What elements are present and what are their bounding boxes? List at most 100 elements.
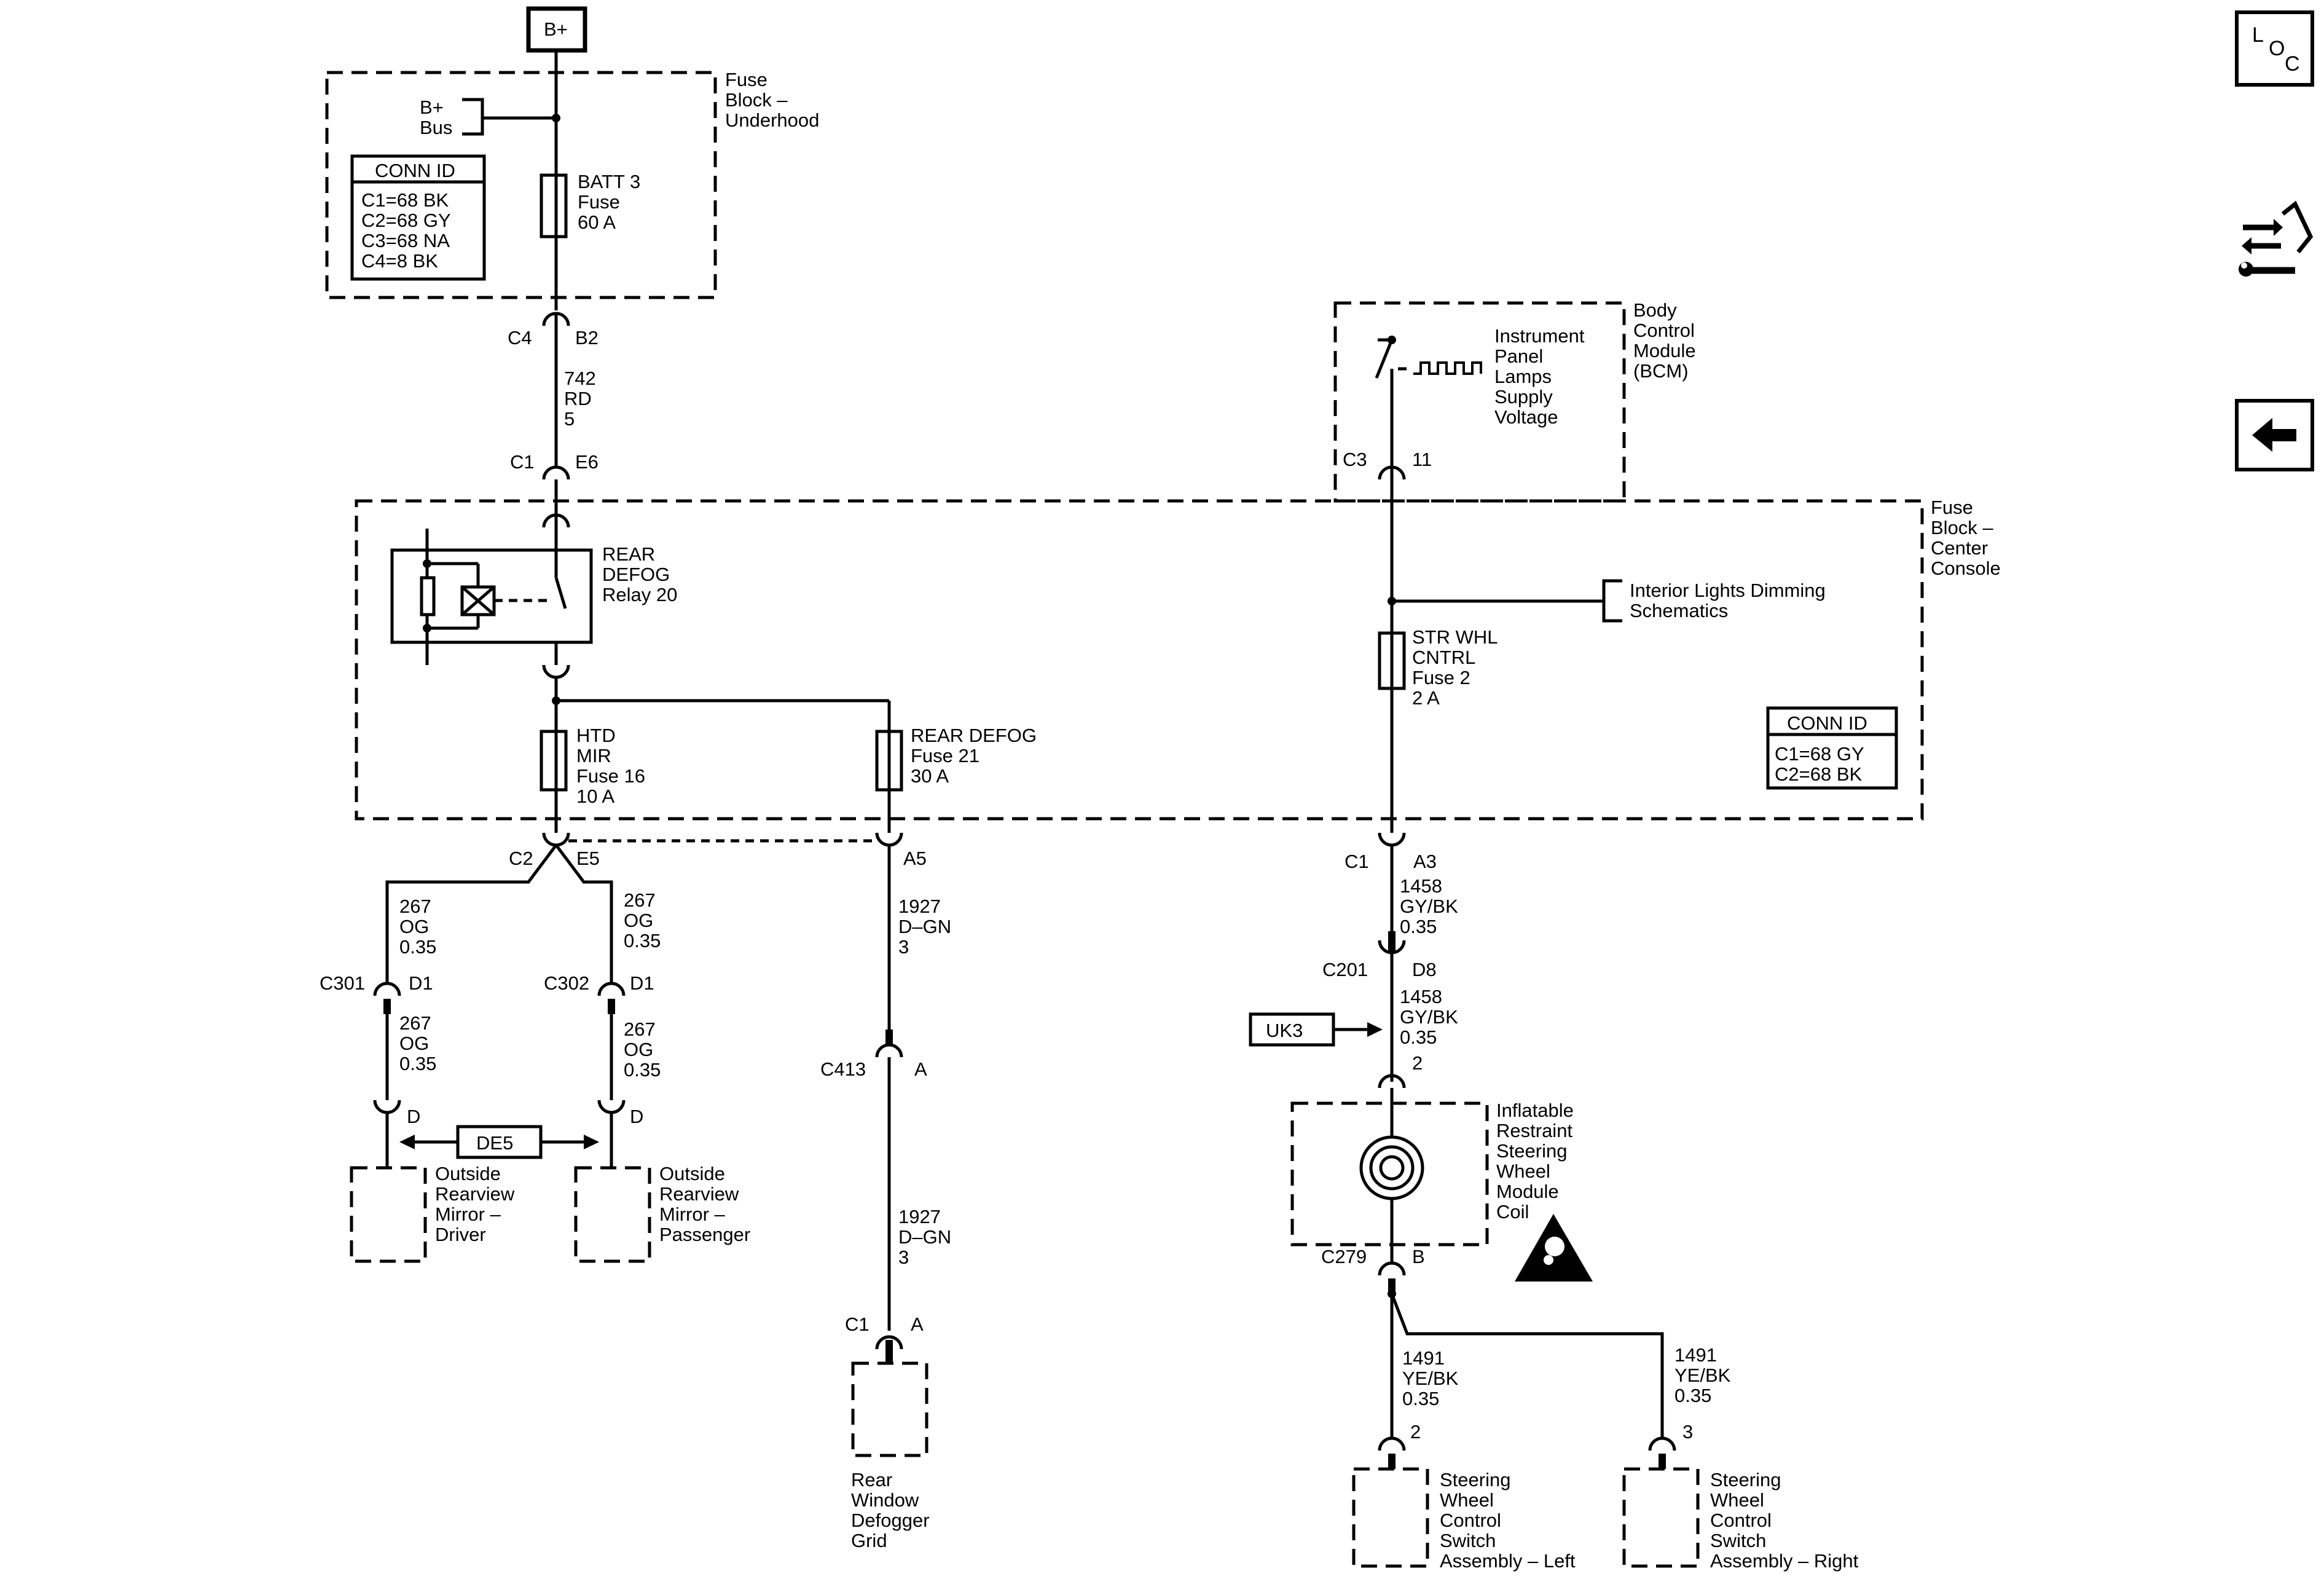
svg-text:0.35: 0.35 — [399, 936, 436, 958]
svg-text:Wheel: Wheel — [1496, 1160, 1550, 1182]
svg-text:Instrument: Instrument — [1494, 325, 1585, 347]
rear-defog-relay — [390, 529, 593, 665]
conn-c1-top-label: C1 — [510, 451, 535, 473]
connector-switch-right — [1648, 1436, 1676, 1451]
svg-text:Fuse 2: Fuse 2 — [1412, 667, 1470, 688]
svg-text:Relay 20: Relay 20 — [602, 584, 677, 605]
svg-text:3: 3 — [898, 936, 909, 958]
svg-text:267: 267 — [624, 1018, 656, 1040]
htd-mir-fuse-symbol — [540, 730, 568, 792]
str-whl-fuse-label: STR WHL CNTRL Fuse 2 2 A — [1412, 626, 1498, 709]
svg-text:Console: Console — [1931, 557, 2001, 579]
svg-text:CONN ID: CONN ID — [375, 160, 455, 181]
loc-button[interactable]: L O C — [2235, 10, 2314, 87]
svg-text:267: 267 — [399, 896, 431, 917]
connector-c301 — [373, 982, 401, 996]
svg-text:Panel: Panel — [1494, 345, 1543, 367]
svg-text:Fuse: Fuse — [725, 69, 767, 90]
svg-text:Steering: Steering — [1710, 1469, 1781, 1490]
svg-text:BATT 3: BATT 3 — [578, 171, 640, 192]
svg-text:CNTRL: CNTRL — [1412, 647, 1475, 668]
wire-267-left-label: 267 OG 0.35 — [399, 896, 436, 958]
svg-text:C4=8 BK: C4=8 BK — [361, 250, 438, 272]
svg-text:3: 3 — [898, 1246, 909, 1268]
conn-c1-a3-label: C1 — [1345, 851, 1369, 872]
svg-text:OG: OG — [624, 1039, 653, 1060]
svg-text:DEFOG: DEFOG — [602, 564, 670, 585]
pin-switch-left-label: 2 — [1410, 1421, 1421, 1443]
loc-icon: L — [2252, 23, 2264, 47]
svg-text:0.35: 0.35 — [1402, 1388, 1439, 1409]
pin-e5-label: E5 — [576, 848, 600, 869]
back-arrow-icon — [2252, 418, 2296, 452]
svg-text:Module: Module — [1633, 340, 1696, 361]
ref-uk3[interactable]: UK3 — [1249, 1012, 1335, 1047]
rear-defog-fuse-label: REAR DEFOG Fuse 21 30 A — [911, 725, 1037, 787]
connector-c1-a3 — [1378, 832, 1406, 847]
svg-text:Module: Module — [1496, 1181, 1559, 1202]
arrows-wrench-icon[interactable] — [2239, 200, 2314, 277]
svg-text:REAR: REAR — [602, 543, 655, 565]
svg-text:Outside: Outside — [659, 1163, 725, 1184]
svg-text:Interior Lights Dimming: Interior Lights Dimming — [1630, 580, 1826, 601]
ref-de5[interactable]: DE5 — [456, 1125, 543, 1159]
svg-text:0.35: 0.35 — [1674, 1385, 1711, 1406]
pin-c201-label: D8 — [1412, 959, 1437, 980]
pin-grid-label: A — [911, 1313, 924, 1335]
svg-text:HTD: HTD — [576, 725, 616, 746]
fuse-block-underhood-title: Fuse Block – Underhood — [725, 69, 819, 131]
svg-text:C3=68 NA: C3=68 NA — [361, 230, 450, 251]
htd-mir-fuse-label: HTD MIR Fuse 16 10 A — [576, 725, 645, 807]
fuse-block-underhood-outline — [325, 71, 717, 299]
conn-id-center: CONN ID C1=68 GY C2=68 BK — [1766, 706, 1898, 790]
bcm-supply-switch — [1375, 336, 1482, 467]
svg-text:C1=68 GY: C1=68 GY — [1775, 743, 1864, 765]
svg-text:1491: 1491 — [1674, 1344, 1717, 1366]
pin-c413-label: A — [914, 1058, 927, 1080]
bcm-outline — [1333, 301, 1626, 503]
conn-id-underhood: CONN ID C1=68 BK C2=68 GY C3=68 NA C4=8 … — [350, 154, 486, 281]
batt3-fuse-label: BATT 3 Fuse 60 A — [578, 171, 640, 233]
svg-text:742: 742 — [564, 368, 596, 389]
svg-text:Underhood: Underhood — [725, 109, 819, 131]
svg-text:Steering: Steering — [1440, 1469, 1510, 1490]
svg-text:Supply: Supply — [1494, 386, 1553, 408]
pin-e6-label: E6 — [575, 451, 599, 473]
pin-a3-label: A3 — [1413, 851, 1437, 872]
svg-text:0.35: 0.35 — [1400, 916, 1437, 937]
clockspring-coil-icon — [1359, 1135, 1424, 1200]
switch-right-outline — [1622, 1467, 1700, 1568]
switch-right-label: Steering Wheel Control Switch Assembly –… — [1710, 1469, 1859, 1572]
svg-text:MIR: MIR — [576, 745, 611, 766]
interior-dimming-ref[interactable]: Interior Lights Dimming Schematics — [1630, 580, 1826, 621]
connector-d-left — [373, 1100, 401, 1114]
svg-text:YE/BK: YE/BK — [1674, 1364, 1731, 1386]
svg-text:Coil: Coil — [1496, 1201, 1529, 1223]
svg-text:Body: Body — [1633, 299, 1677, 321]
switch-left-outline — [1352, 1467, 1429, 1568]
svg-text:10 A: 10 A — [576, 786, 614, 807]
pin-11-label: 11 — [1412, 449, 1432, 470]
svg-text:5: 5 — [564, 408, 575, 430]
fuse-block-center-outline — [355, 499, 1924, 821]
svg-text:Assembly – Right: Assembly – Right — [1710, 1550, 1859, 1572]
svg-text:Voltage: Voltage — [1494, 406, 1558, 428]
fuse-block-center-title: Fuse Block – Center Console — [1931, 497, 2001, 579]
loc-icon: C — [2285, 52, 2300, 76]
svg-text:Rear: Rear — [851, 1469, 892, 1490]
svg-text:C2=68 BK: C2=68 BK — [1775, 763, 1863, 785]
connector-c302 — [597, 982, 626, 996]
mirror-passenger-outline — [574, 1166, 651, 1263]
svg-text:1927: 1927 — [898, 1206, 941, 1227]
svg-text:Fuse 21: Fuse 21 — [911, 745, 979, 766]
svg-text:OG: OG — [399, 1033, 429, 1054]
coil-label: Inflatable Restraint Steering Wheel Modu… — [1496, 1100, 1574, 1223]
svg-text:C2=68 GY: C2=68 GY — [361, 210, 451, 231]
svg-text:Outside: Outside — [435, 1163, 501, 1184]
svg-text:0.35: 0.35 — [399, 1053, 436, 1074]
svg-text:Fuse: Fuse — [578, 191, 620, 213]
connector-d-right — [597, 1100, 626, 1114]
svg-text:B+: B+ — [420, 96, 444, 118]
connector-c1-grid — [875, 1335, 903, 1350]
back-button[interactable] — [2235, 399, 2314, 471]
